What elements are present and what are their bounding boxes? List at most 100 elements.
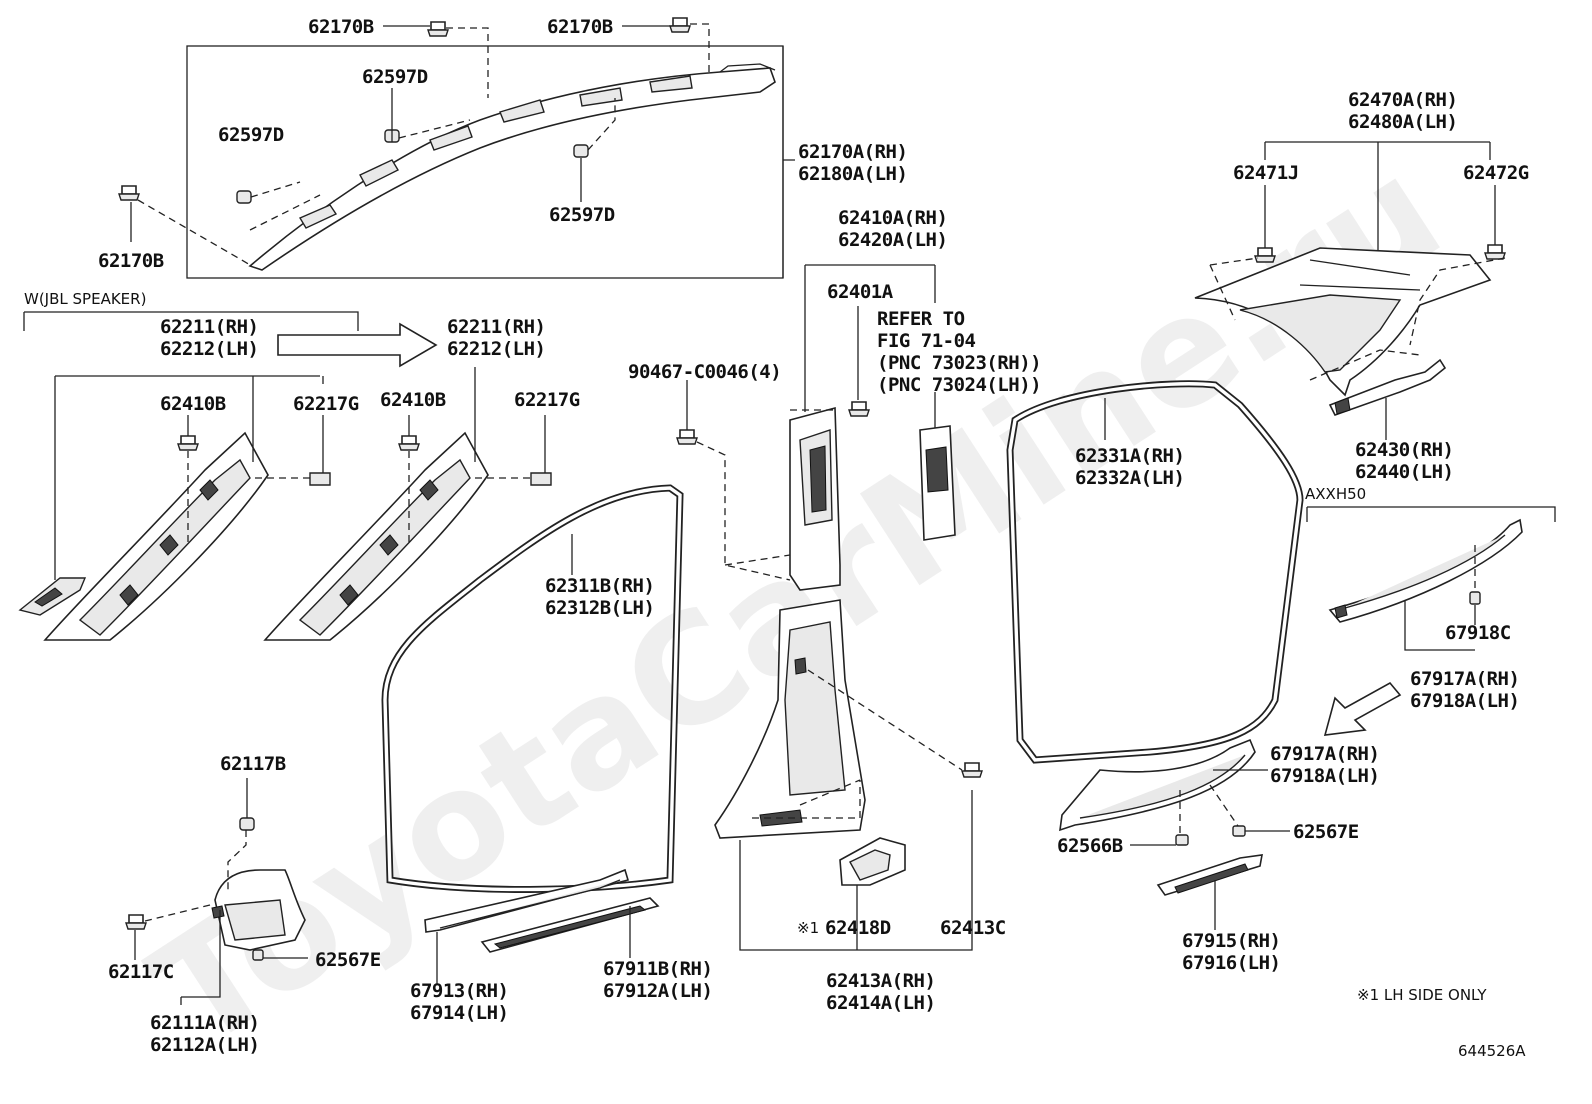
label-67915-lh: 67916(LH) xyxy=(1182,952,1280,974)
label-62311B-lh: 62312B(LH) xyxy=(545,597,654,619)
label-67917A-low-lh: 67918A(LH) xyxy=(1270,765,1379,787)
label-62470A-rh: 62470A(RH) xyxy=(1348,89,1457,111)
label-62311B-rh: 62311B(RH) xyxy=(545,575,654,597)
part-67911B-scuff[interactable] xyxy=(480,897,660,953)
label-62331A-lh: 62332A(LH) xyxy=(1075,467,1184,489)
label-62567E-left: 62567E xyxy=(315,949,381,971)
label-62170B-top1: 62170B xyxy=(308,16,374,38)
label-62430-rh: 62430(RH) xyxy=(1355,439,1453,461)
clip-62217G-left[interactable] xyxy=(309,472,331,486)
part-67917A-lower-scuff[interactable] xyxy=(1059,738,1256,832)
clip-62567E-right[interactable] xyxy=(1232,825,1246,837)
label-62413C: 62413C xyxy=(940,917,1006,939)
label-67911B-lh: 67912A(LH) xyxy=(603,980,712,1002)
part-62430-lower-trim[interactable] xyxy=(1328,358,1447,416)
label-62211-right-lh: 62212(LH) xyxy=(447,338,545,360)
label-62170A-rh: 62170A(RH) xyxy=(798,141,907,163)
clip-62170B-left[interactable] xyxy=(118,185,140,201)
part-62410A-upper-b-pillar[interactable] xyxy=(789,406,841,591)
part-jbl-speaker-grille[interactable] xyxy=(18,577,87,616)
part-seatbelt-adjuster-ref[interactable] xyxy=(919,425,956,541)
label-62471J: 62471J xyxy=(1233,162,1299,184)
part-62211-right[interactable] xyxy=(263,431,489,641)
label-62413A-lh: 62414A(LH) xyxy=(826,992,935,1014)
label-62413A-rh: 62413A(RH) xyxy=(826,970,935,992)
label-62170A-lh: 62180A(LH) xyxy=(798,163,907,185)
label-67913-lh: 67914(LH) xyxy=(410,1002,508,1024)
note-jbl-speaker: W(JBL SPEAKER) xyxy=(24,290,146,308)
clip-62471J[interactable] xyxy=(1254,247,1276,263)
label-62217G-right: 62217G xyxy=(514,389,580,411)
clip-62597D-c[interactable] xyxy=(573,144,589,158)
label-62211-left-lh: 62212(LH) xyxy=(160,338,258,360)
label-62117B: 62117B xyxy=(220,753,286,775)
label-62597D-c: 62597D xyxy=(549,204,615,226)
label-62418D: 62418D xyxy=(825,917,891,939)
note-refer-3: (PNC 73023(RH)) xyxy=(877,352,1041,374)
label-62111A-lh: 62112A(LH) xyxy=(150,1034,259,1056)
part-62211-left[interactable] xyxy=(43,431,269,641)
clip-62566B[interactable] xyxy=(1175,834,1189,846)
part-62413A-lower-b-pillar[interactable] xyxy=(714,599,866,839)
label-62472G: 62472G xyxy=(1463,162,1529,184)
label-62211-right-rh: 62211(RH) xyxy=(447,316,545,338)
label-62418D-mark: ※1 xyxy=(797,919,819,937)
label-67918C: 67918C xyxy=(1445,622,1511,644)
part-62111A-kick-panel[interactable] xyxy=(211,869,306,951)
label-62401A: 62401A xyxy=(827,281,894,303)
clip-62117B[interactable] xyxy=(239,817,255,831)
clip-62597D-b[interactable] xyxy=(236,190,252,204)
clip-90467[interactable] xyxy=(676,429,698,445)
label-67917A-top-rh: 67917A(RH) xyxy=(1410,668,1519,690)
label-67915-rh: 67915(RH) xyxy=(1182,930,1280,952)
arrow-axxh50 xyxy=(1323,681,1402,736)
clip-62413C[interactable] xyxy=(961,762,983,778)
note-refer-4: (PNC 73024(LH)) xyxy=(877,374,1041,396)
label-62117C: 62117C xyxy=(108,961,174,983)
label-67913-rh: 67913(RH) xyxy=(410,980,508,1002)
label-90467: 90467-C0046(4) xyxy=(628,361,781,383)
label-62597D-a: 62597D xyxy=(362,66,428,88)
note-refer-2: FIG 71-04 xyxy=(877,330,976,352)
part-62170A-bracket[interactable] xyxy=(248,63,776,271)
label-67917A-top-lh: 67918A(LH) xyxy=(1410,690,1519,712)
label-62217G-left: 62217G xyxy=(293,393,359,415)
clip-67918C[interactable] xyxy=(1469,591,1481,605)
label-62410A-rh: 62410A(RH) xyxy=(838,207,947,229)
clip-62567E-left[interactable] xyxy=(252,949,264,961)
note-axxh50: AXXH50 xyxy=(1305,485,1366,503)
clip-62170B-top1[interactable] xyxy=(427,21,449,37)
part-67917A-upper-scuff[interactable] xyxy=(1328,518,1523,623)
arrow-jbl-to-standard xyxy=(277,322,438,368)
clip-62217G-right[interactable] xyxy=(530,472,552,486)
part-62311B-weatherstrip[interactable] xyxy=(381,484,684,893)
label-62410A-lh: 62420A(LH) xyxy=(838,229,947,251)
note-refer-1: REFER TO xyxy=(877,308,965,330)
part-67915-scuff[interactable] xyxy=(1156,854,1263,896)
label-62410B-left: 62410B xyxy=(160,393,226,415)
part-62470A-quarter-trim[interactable] xyxy=(1194,247,1492,397)
label-67917A-low-rh: 67917A(RH) xyxy=(1270,743,1379,765)
clip-62170B-top2[interactable] xyxy=(669,17,691,33)
label-62566B: 62566B xyxy=(1057,835,1123,857)
clip-62418D[interactable] xyxy=(839,837,906,886)
label-67911B-rh: 67911B(RH) xyxy=(603,958,712,980)
part-67913-scuff[interactable] xyxy=(424,868,630,933)
label-62170B-top2: 62170B xyxy=(547,16,613,38)
clip-62472G[interactable] xyxy=(1484,244,1506,260)
label-62170B-left: 62170B xyxy=(98,250,164,272)
label-62470A-lh: 62480A(LH) xyxy=(1348,111,1457,133)
label-62567E-right: 62567E xyxy=(1293,821,1359,843)
label-62211-left-rh: 62211(RH) xyxy=(160,316,258,338)
clip-62410B-left[interactable] xyxy=(177,435,199,451)
part-62331A-weatherstrip[interactable] xyxy=(1006,380,1304,764)
clip-62401A[interactable] xyxy=(848,401,870,417)
clip-62117C[interactable] xyxy=(125,914,147,930)
label-62111A-rh: 62111A(RH) xyxy=(150,1012,259,1034)
clip-62410B-right[interactable] xyxy=(398,435,420,451)
note-lh-side-only: ※1 LH SIDE ONLY xyxy=(1357,986,1487,1004)
diagram-id: 644526A xyxy=(1458,1042,1526,1060)
label-62597D-b: 62597D xyxy=(218,124,284,146)
